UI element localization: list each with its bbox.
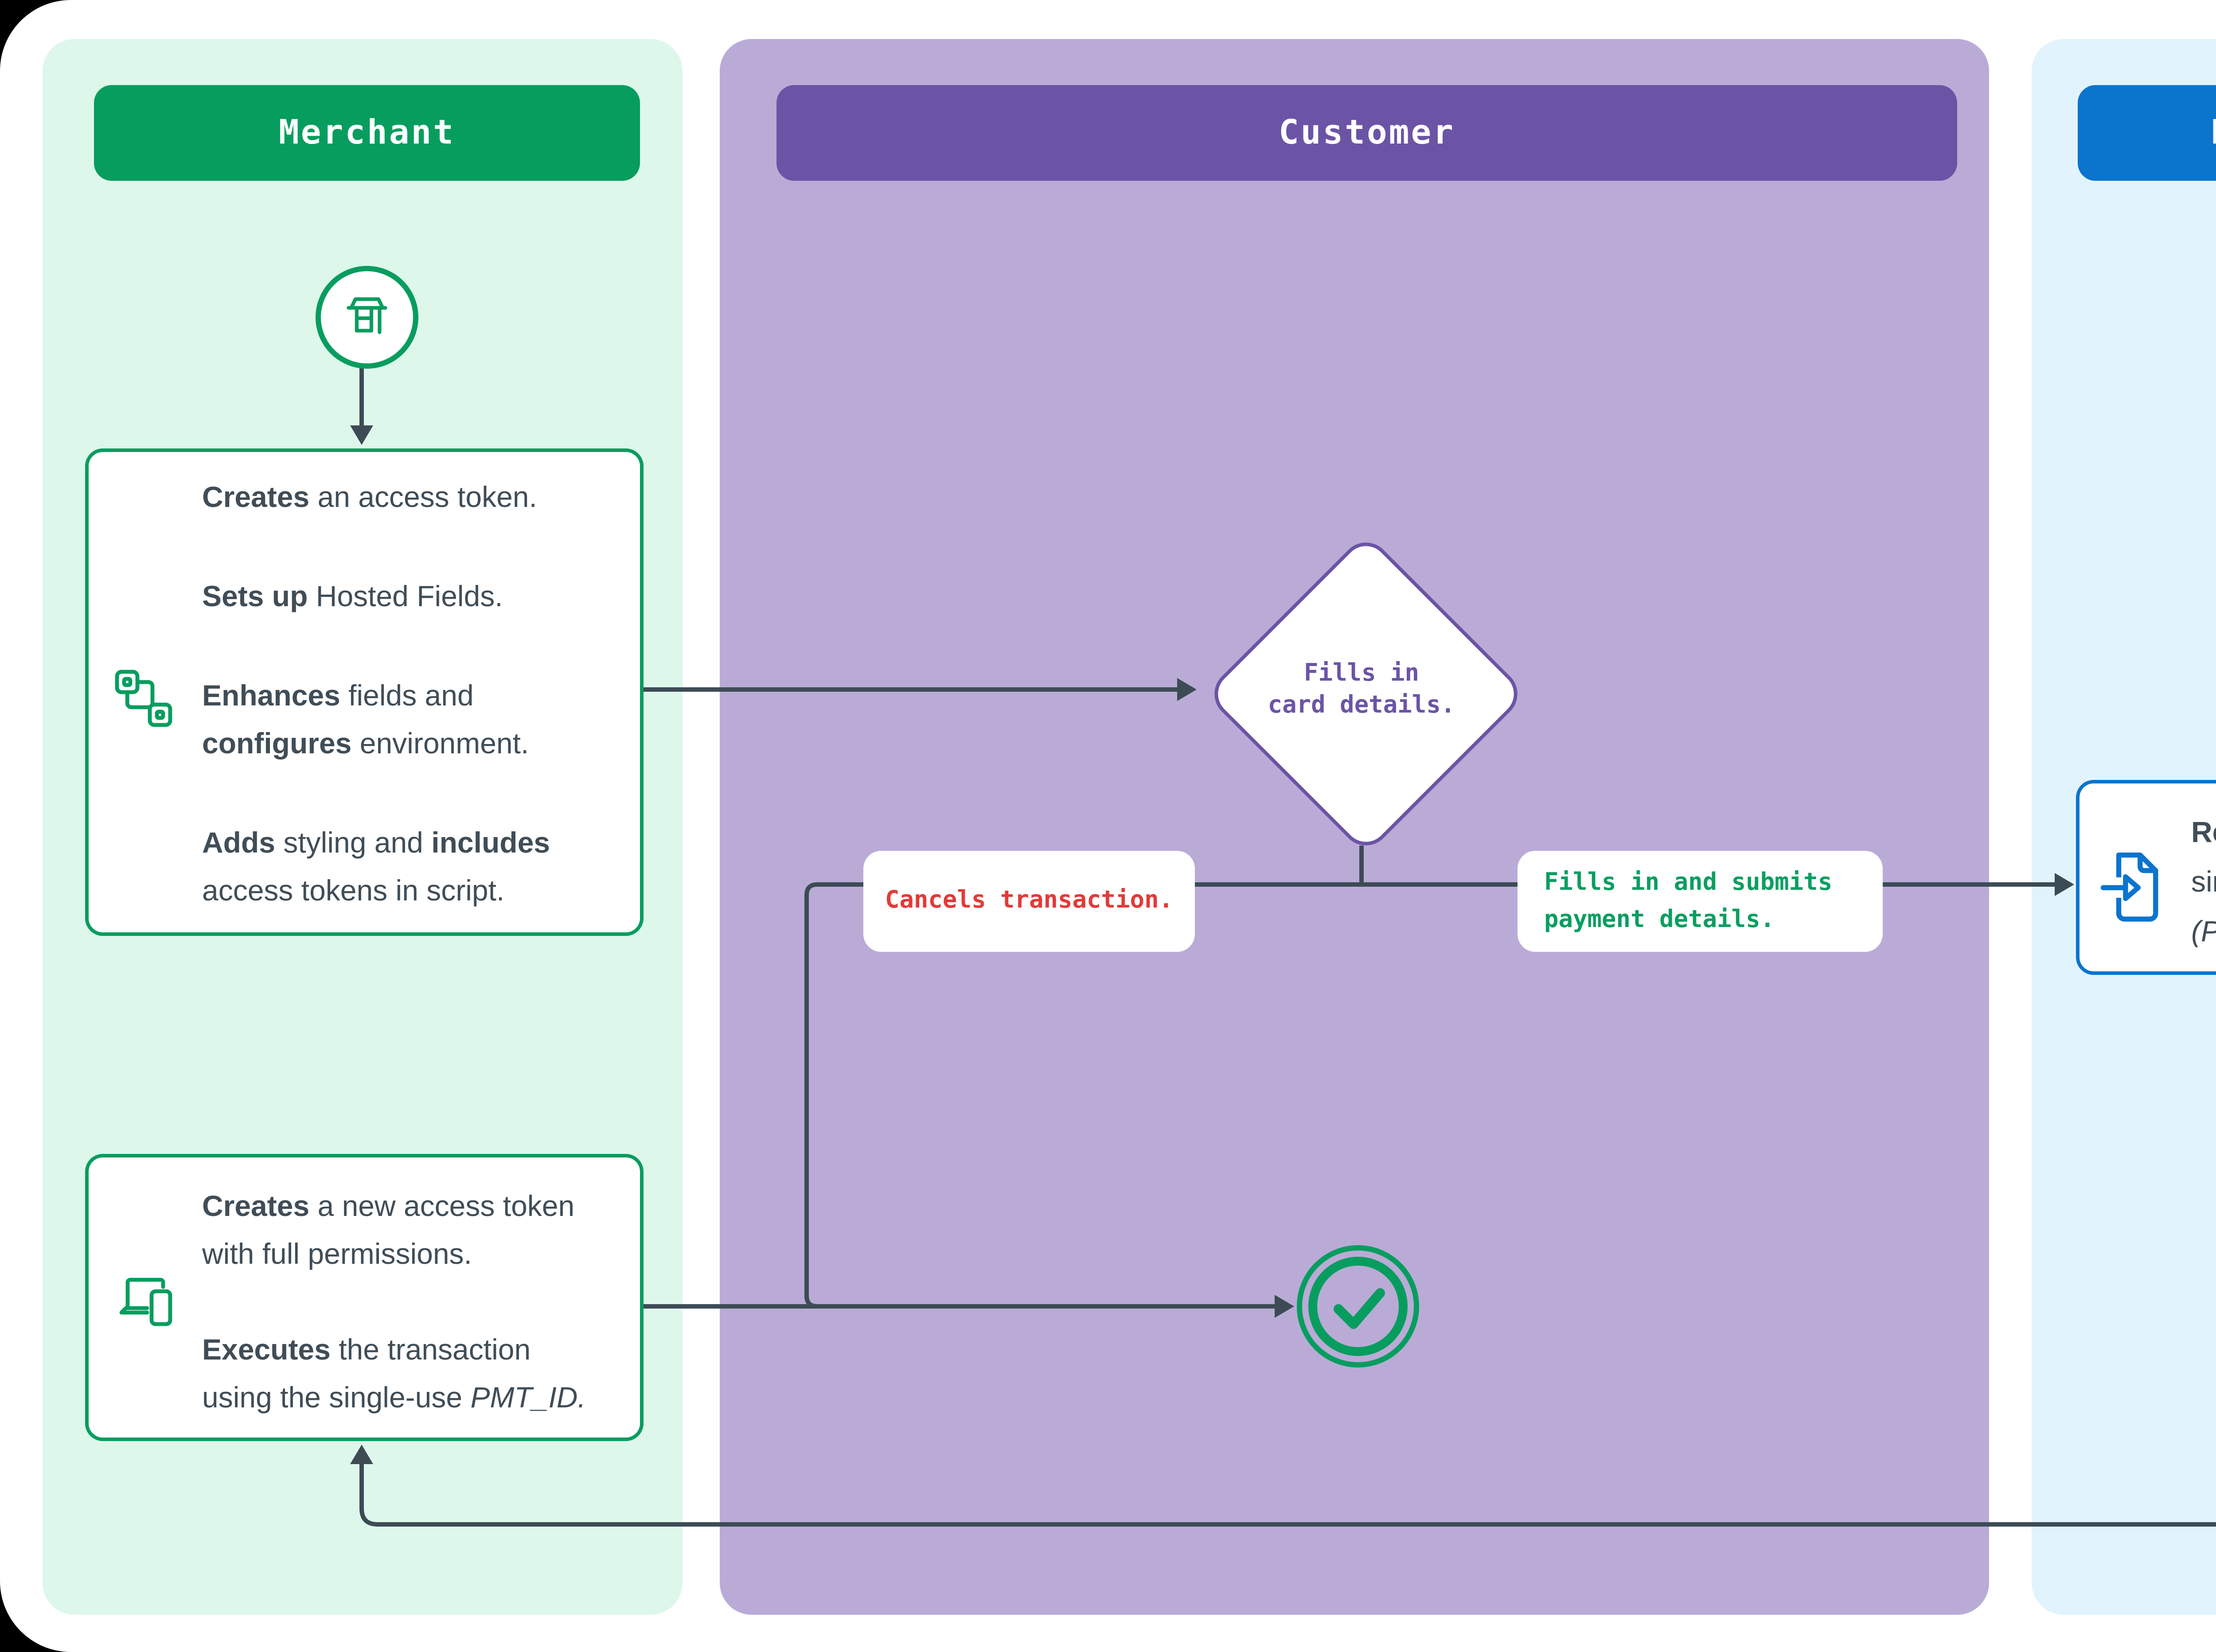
- document-import-icon: [2100, 852, 2158, 922]
- setup-step-2: Sets up Hosted Fields.: [202, 581, 503, 612]
- submit-payment-label: Fills in and submits payment details.: [1518, 851, 1883, 952]
- workflow-icon: [115, 670, 172, 727]
- merchant-header-label: Merchant: [278, 113, 455, 152]
- hosted-fields-header: Hosted Fields: [2078, 85, 2216, 181]
- customer-header-label: Customer: [1278, 113, 1455, 152]
- storefront-icon: [347, 297, 387, 334]
- merchant-header: Merchant: [94, 85, 640, 181]
- devices-icon: [119, 1278, 172, 1326]
- storefront-badge: [316, 266, 418, 369]
- merchant-setup-box: Creates an access token. Sets up Hosted …: [85, 448, 644, 936]
- setup-step-1: Creates an access token.: [202, 481, 537, 513]
- decision-label: Fills in card details.: [1268, 659, 1455, 720]
- customer-header: Customer: [776, 85, 1957, 181]
- cancel-transaction-label: Cancels transaction.: [863, 851, 1195, 952]
- hosted-fields-header-label: Hosted Fields: [2211, 113, 2216, 152]
- check-circle-icon: [1294, 1243, 1422, 1370]
